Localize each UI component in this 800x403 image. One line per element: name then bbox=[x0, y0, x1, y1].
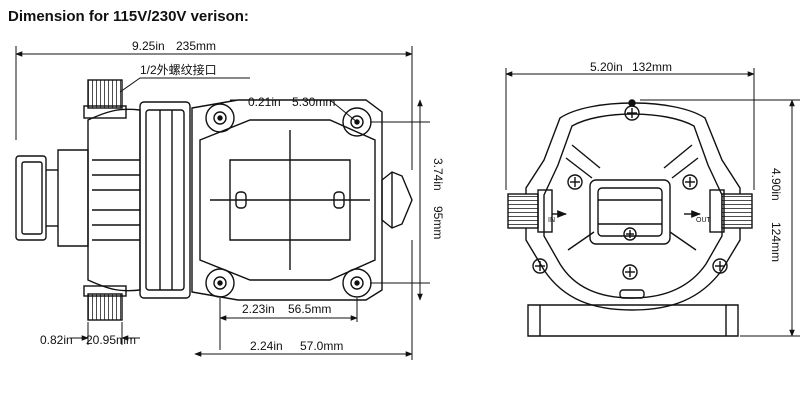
motor-cap bbox=[15, 155, 47, 241]
port-note: 1/2外螺纹接口 bbox=[140, 62, 217, 77]
width-mm: 132mm bbox=[632, 60, 672, 74]
side-view bbox=[15, 79, 413, 321]
pressure-switch bbox=[381, 171, 413, 229]
top-port-thread bbox=[87, 79, 123, 109]
inlet-port-thread bbox=[507, 193, 539, 229]
bottom-port-thread bbox=[87, 293, 123, 321]
motor-body bbox=[57, 149, 89, 247]
screw-right-lower bbox=[712, 258, 728, 274]
mount-hole-top-left bbox=[205, 103, 235, 133]
base-to-end-mm: 57.0mm bbox=[300, 339, 343, 353]
hole-spacing-in: 2.23in bbox=[242, 302, 275, 316]
front-view-labels: 5.20in 132mm 4.90in 124mm IN OUT bbox=[548, 60, 783, 262]
front-height-mm: 124mm bbox=[769, 222, 783, 262]
port-length-mm: 20.95mm bbox=[86, 333, 136, 347]
mount-hole-bottom-left bbox=[205, 268, 235, 298]
front-height-in: 4.90in bbox=[769, 168, 783, 201]
hole-diameter-mm: 5.30mm bbox=[292, 95, 335, 109]
screw-right-upper bbox=[682, 174, 698, 190]
front-base bbox=[527, 304, 739, 337]
screw-left-upper bbox=[567, 174, 583, 190]
height-mm: 95mm bbox=[431, 206, 445, 239]
mount-hole-bottom-right bbox=[342, 268, 372, 298]
screw-left-lower bbox=[532, 258, 548, 274]
side-view-labels: 9.25in 235mm 1/2外螺纹接口 0.21in 5.30mm 3.74… bbox=[40, 39, 445, 353]
front-body bbox=[525, 102, 741, 311]
screw-center bbox=[623, 227, 637, 241]
base-to-end-in: 2.24in bbox=[250, 339, 283, 353]
front-view bbox=[507, 99, 753, 337]
outlet-label: OUT bbox=[696, 217, 712, 224]
side-view-dimensions bbox=[15, 46, 430, 360]
diagram-title: Dimension for 115V/230V verison: bbox=[8, 8, 249, 25]
screw-bottom bbox=[622, 264, 638, 280]
outlet-port-thread bbox=[721, 193, 753, 229]
overall-length-mm: 235mm bbox=[176, 39, 216, 53]
port-length-in: 0.82in bbox=[40, 333, 73, 347]
pump-head bbox=[139, 101, 191, 299]
height-in: 3.74in bbox=[431, 158, 445, 191]
front-view-dimensions bbox=[505, 68, 800, 337]
inlet-label: IN bbox=[548, 217, 555, 224]
hole-spacing-mm: 56.5mm bbox=[288, 302, 331, 316]
hole-diameter-in: 0.21in bbox=[248, 95, 281, 109]
width-in: 5.20in bbox=[590, 60, 623, 74]
screw-top bbox=[624, 105, 640, 121]
overall-length-in: 9.25in bbox=[132, 39, 165, 53]
front-window bbox=[589, 179, 671, 245]
